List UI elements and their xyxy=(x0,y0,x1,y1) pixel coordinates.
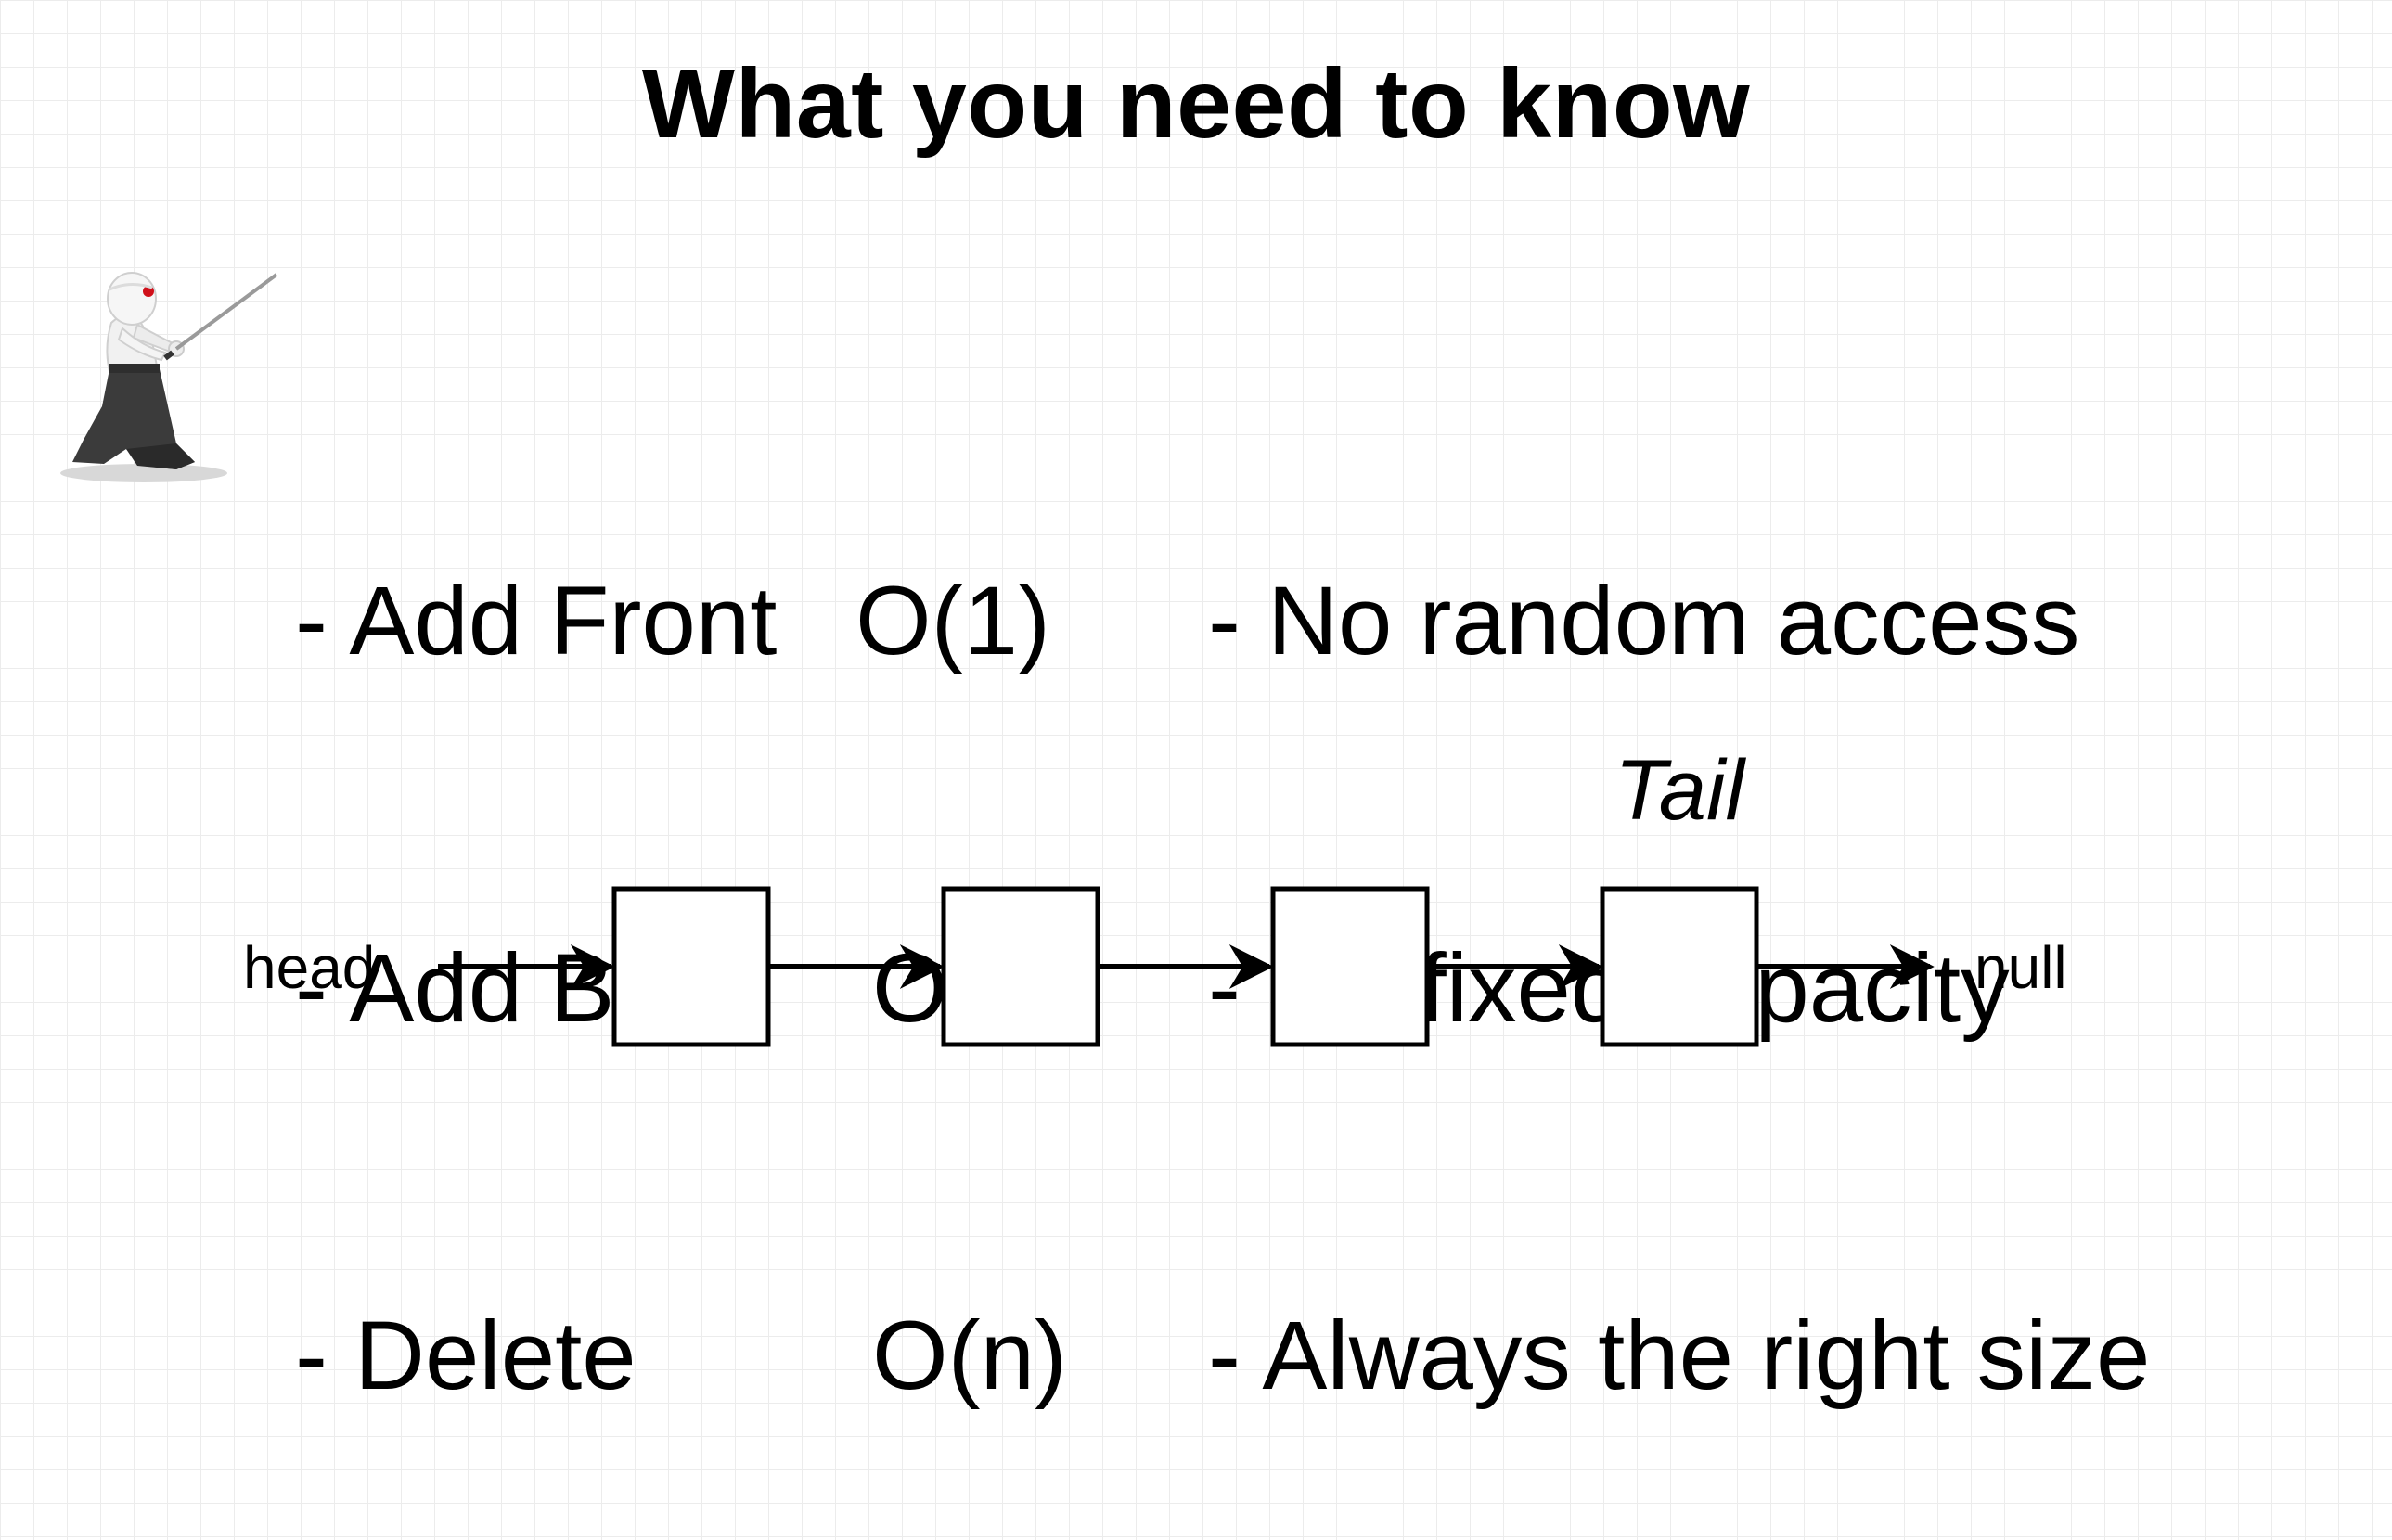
list-node xyxy=(1270,886,1430,1047)
diagram-layer xyxy=(438,886,1935,1047)
linked-list-diagram xyxy=(438,886,1935,1047)
operation-cost: O(n) xyxy=(872,1302,1067,1410)
operation-label: - Add Front xyxy=(295,567,778,675)
list-node xyxy=(941,886,1100,1047)
null-label: null xyxy=(1974,934,2067,1001)
property-item: - Always the right size xyxy=(1208,1302,2151,1410)
tail-label: Tail xyxy=(1614,743,1744,838)
operation-label: - Delete xyxy=(295,1302,637,1410)
operation-delete: - Delete O(n) xyxy=(295,1295,1067,1418)
operation-add-front: - Add Front O(1) xyxy=(295,560,1067,683)
list-node xyxy=(1600,886,1759,1047)
property-item: - No random access xyxy=(1208,567,2080,675)
samurai-mascot-icon xyxy=(60,272,278,482)
operation-cost: O(1) xyxy=(855,567,1050,675)
page-title: What you need to know xyxy=(641,49,1751,159)
head-label: head xyxy=(243,934,376,1001)
list-node xyxy=(611,886,771,1047)
